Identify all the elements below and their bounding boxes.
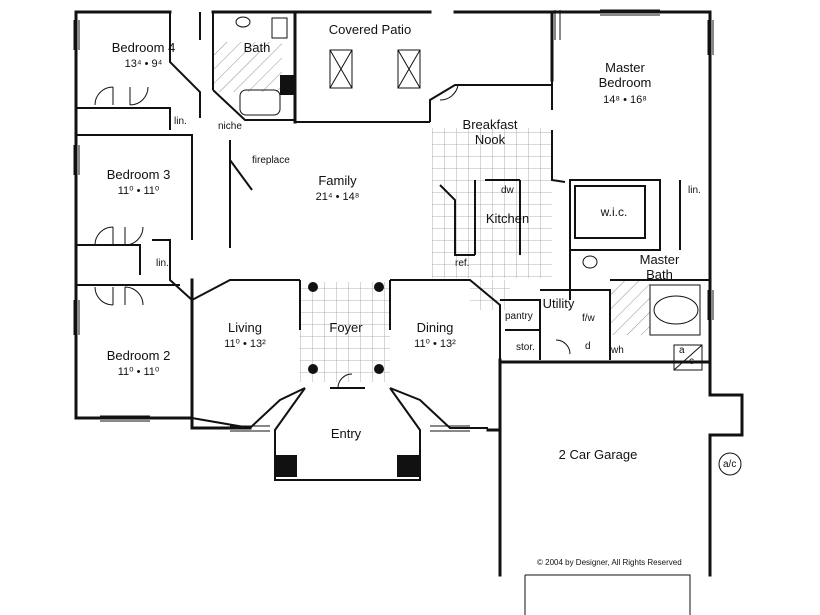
utility-label: Utility: [542, 296, 575, 311]
dining-label: Dining: [416, 320, 454, 335]
ac-bottom-label: c: [689, 356, 694, 367]
garage-label: 2 Car Garage: [558, 447, 638, 462]
linen-closet-3-label: lin.: [688, 185, 701, 196]
dining-dims: 11⁰ • 13²: [414, 338, 456, 350]
bedroom2-label: Bedroom 2: [106, 348, 171, 363]
master-bedroom-label: Master Bedroom: [598, 60, 652, 90]
ac-exterior-label: a/c: [723, 459, 737, 470]
patio-skylights: [329, 49, 421, 89]
ac-top-label: a: [679, 345, 685, 356]
living-dims: 11⁰ • 13²: [224, 338, 266, 350]
nook-kitchen-tile: [432, 128, 552, 278]
bath-fixtures: [235, 16, 701, 336]
storage-label: stor.: [516, 342, 535, 353]
refrigerator-label: ref.: [455, 258, 470, 269]
master-bath-tile: [610, 280, 650, 335]
linen-closet-1-label: lin.: [174, 116, 187, 127]
fw-label: f/w: [582, 313, 595, 324]
bedroom3-label: Bedroom 3: [106, 167, 171, 182]
pantry-label: pantry: [505, 311, 533, 322]
bedroom4-label: Bedroom 4: [111, 40, 176, 55]
windows: [73, 9, 714, 432]
water-heater-label: wh: [611, 345, 624, 356]
copyright-notice: © 2004 by Designer, All Rights Reserved: [537, 558, 682, 567]
covered-patio-label: Covered Patio: [328, 22, 412, 37]
kitchen-label: Kitchen: [485, 211, 530, 226]
columns: [275, 75, 419, 477]
bedroom4-dims: 13⁴ • 9⁴: [124, 58, 163, 70]
breakfast-nook-label: Breakfast Nook: [462, 117, 518, 147]
bedroom3-dims: 11⁰ • 11⁰: [117, 185, 160, 197]
bath-tile: [212, 42, 282, 92]
garage-elements: [524, 344, 742, 615]
dishwasher-label: dw: [501, 185, 514, 196]
interior-walls: [76, 12, 710, 481]
master-bedroom-dims: 14⁸ • 16⁸: [603, 94, 647, 106]
exterior-walls: [74, 10, 744, 577]
linen-closet-2-label: lin.: [156, 258, 169, 269]
bedroom2-dims: 11⁰ • 11⁰: [117, 366, 160, 378]
family-label: Family: [318, 173, 357, 188]
foyer-label: Foyer: [329, 320, 363, 335]
entry-label: Entry: [330, 426, 362, 441]
niche-label: niche: [218, 121, 242, 132]
fireplace-label: fireplace: [252, 155, 290, 166]
family-dims: 21⁴ • 14⁸: [315, 191, 360, 203]
door-swings: [94, 84, 571, 389]
dryer-label: d: [585, 341, 591, 352]
living-label: Living: [228, 320, 262, 335]
wic-label: w.i.c.: [600, 205, 628, 219]
master-bath-label: Master Bath: [639, 252, 680, 282]
bath-label: Bath: [243, 40, 271, 55]
